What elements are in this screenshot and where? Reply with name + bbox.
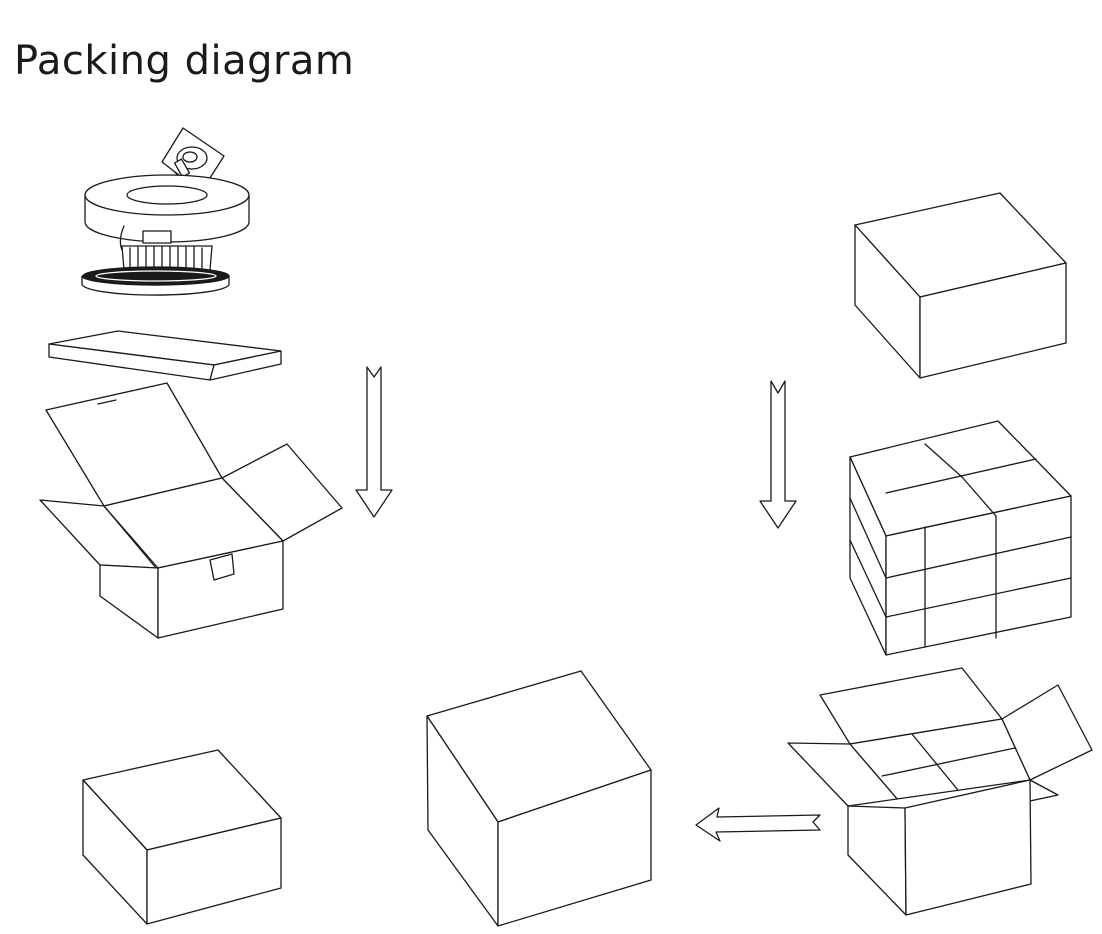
closed-inner-box [82,749,282,925]
page-title: Packing diagram [14,38,355,84]
foam-cover-plate [48,330,282,381]
stacked-boxes [849,420,1072,656]
arrow-left-bottom [695,807,821,842]
closed-carton-top-right [854,192,1067,379]
lamp-body [81,225,230,296]
sealed-outer-carton [426,670,652,927]
arrow-down-right [759,380,797,529]
mounting-bracket [161,127,225,193]
arrow-down-left [355,366,393,518]
high-bay-lamp-with-bracket [81,127,250,296]
open-outer-carton [787,667,1093,916]
open-inner-box [39,382,343,639]
